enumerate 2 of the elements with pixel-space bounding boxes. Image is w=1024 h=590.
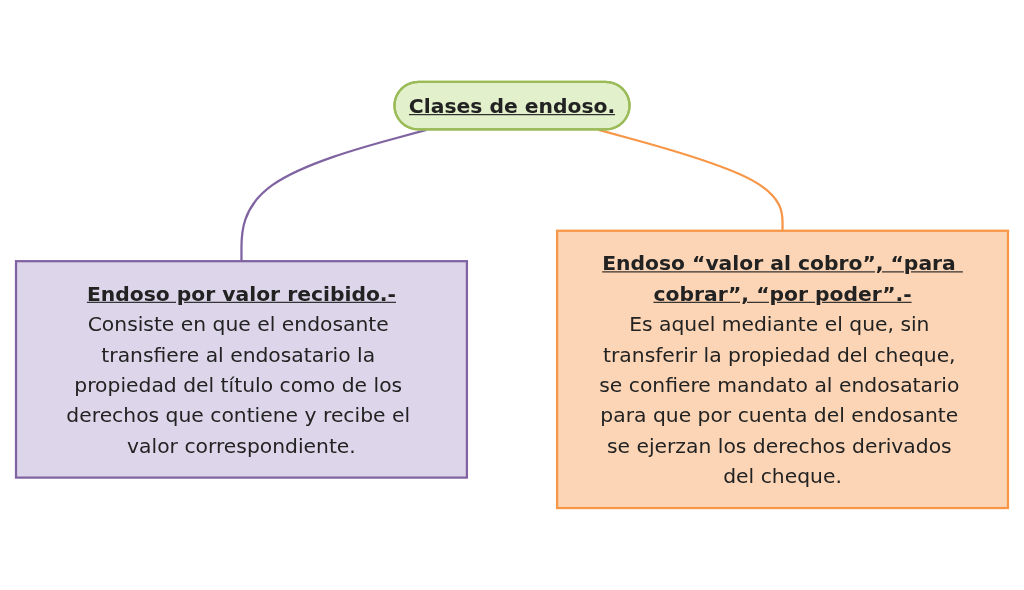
node-box: Endoso “valor al cobro”, “para cobrar”, “por poder”.- Es aquel mediante el que, sin transferir la propiedad del cheque, se confiere mandato al endosatario para que por cuenta del endosante se ejerzan los derechos derivados del cheque. <box>555 229 1010 510</box>
node-box: Endoso por valor recibido.- Consiste en que el endosante transfiere al endosatario la propiedad del título como de los derechos que contiene y recibe el valor correspondiente. <box>14 260 469 479</box>
